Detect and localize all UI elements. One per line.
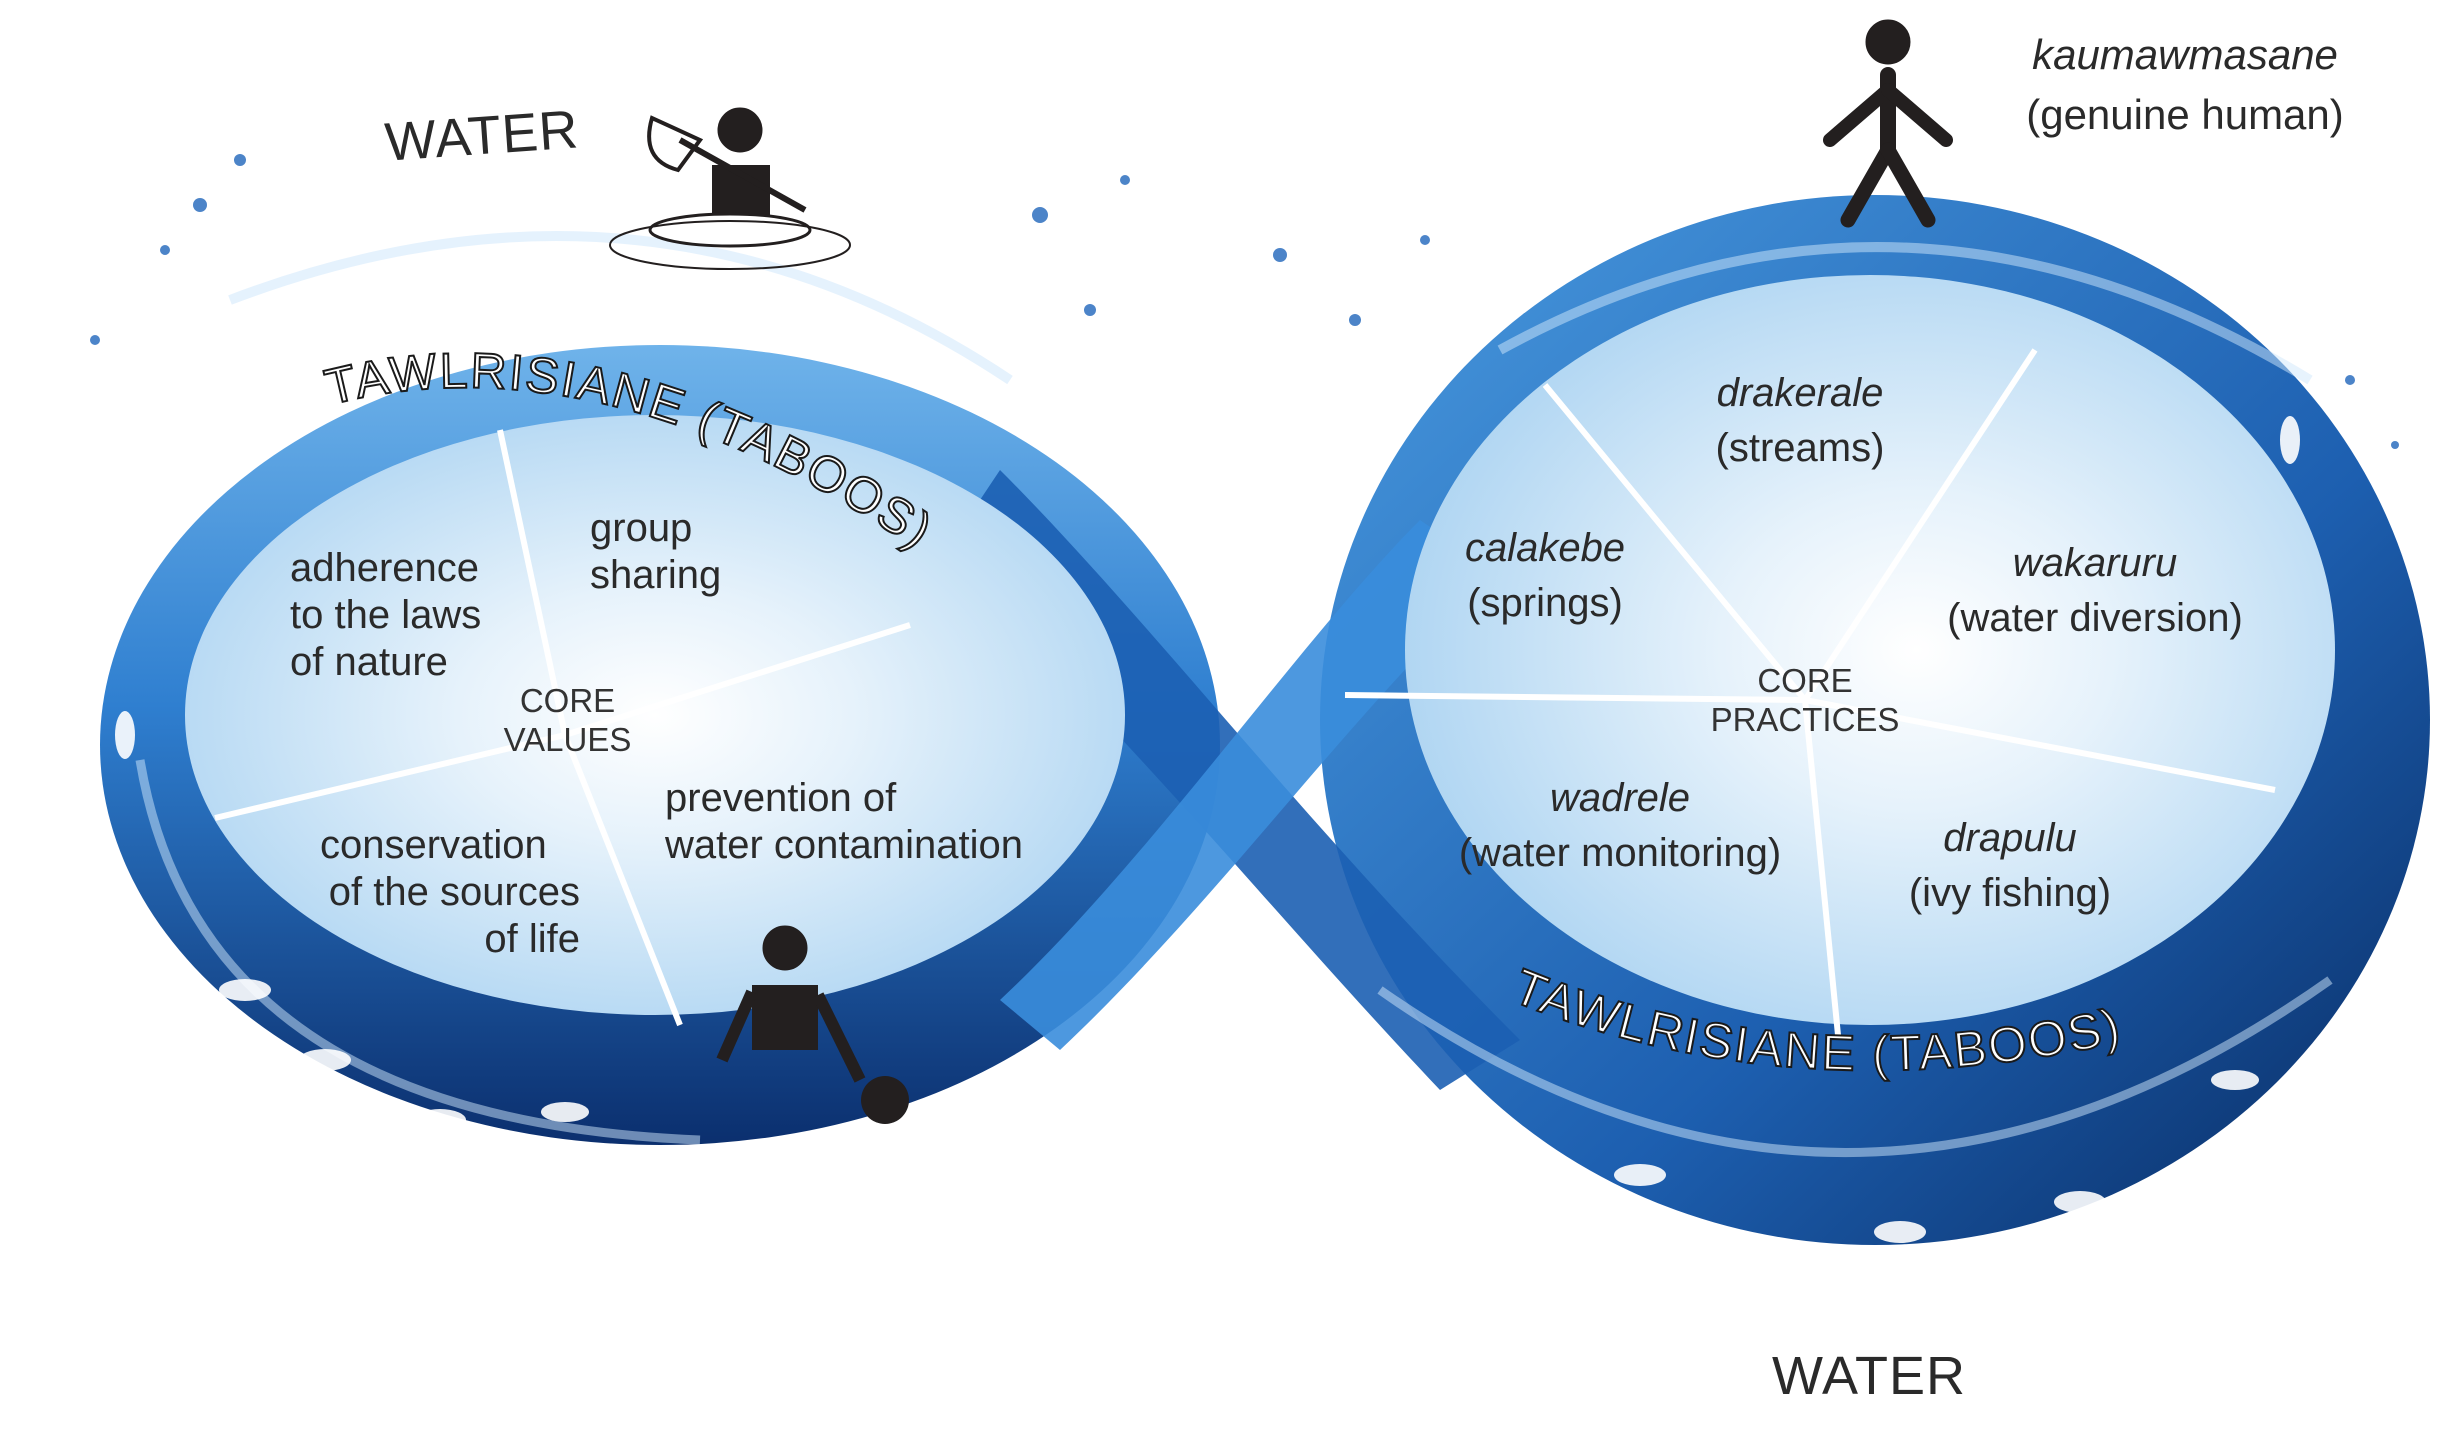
core-practices-center-line1: CORE (1757, 662, 1853, 699)
fish-icons (115, 416, 2300, 1243)
practice-wakaruru-name: wakaruru (2012, 541, 2178, 585)
value-prevention: prevention of water contamination (665, 775, 1023, 869)
core-values-dividers (214, 429, 911, 1027)
practice-wadrele-gloss: (water monitoring) (1458, 831, 1782, 876)
value-prevention-line1: prevention of (665, 776, 897, 820)
practice-drapulu: drapulu (ivy fishing) (1880, 815, 2140, 917)
value-conservation-line3: of life (484, 917, 580, 962)
practice-drakerale-name: drakerale (1716, 371, 1884, 415)
value-adherence-line1: adherence (290, 546, 480, 590)
value-prevention-line2: water contamination (665, 823, 1023, 868)
practice-drapulu-gloss: (ivy fishing) (1908, 871, 2112, 916)
practice-wakaruru-gloss: (water diversion) (1947, 596, 2243, 641)
practice-drapulu-name: drapulu (1943, 816, 2077, 860)
practice-calakebe: calakebe (springs) (1400, 525, 1690, 627)
practice-drakerale: drakerale (streams) (1650, 370, 1950, 472)
practice-drakerale-gloss: (streams) (1715, 426, 1885, 471)
practice-wakaruru: wakaruru (water diversion) (1920, 540, 2270, 642)
value-group-sharing-line1: group (590, 506, 693, 550)
human-label: kaumawmasane (genuine human) (1975, 30, 2395, 139)
core-practices-disc (1405, 275, 2335, 1025)
water-label-bottom: WATER (1772, 1346, 1966, 1406)
value-adherence: adherence to the laws of nature (290, 545, 481, 687)
core-values-center: CORE VALUES (480, 682, 655, 760)
water-label-top: WATER (383, 99, 581, 173)
core-values-center-line2: VALUES (503, 720, 632, 758)
core-practices-dividers (1344, 348, 2276, 1036)
practice-calakebe-name: calakebe (1464, 526, 1626, 570)
value-conservation-line2: of the sources (328, 870, 580, 915)
value-conservation-line1: conservation (320, 823, 547, 867)
value-group-sharing-line2: sharing (590, 553, 722, 598)
core-values-disc (185, 415, 1125, 1015)
practice-calakebe-gloss: (springs) (1467, 581, 1623, 626)
practice-wadrele: wadrele (water monitoring) (1430, 775, 1810, 877)
value-adherence-line2: to the laws (290, 593, 482, 638)
human-name: kaumawmasane (2032, 31, 2338, 78)
core-values-center-line1: CORE (519, 682, 616, 719)
core-practices-center-line2: PRACTICES (1710, 700, 1900, 738)
standing-human-icon (1823, 19, 1953, 228)
practice-wadrele-name: wadrele (1549, 776, 1691, 820)
human-gloss: (genuine human) (2026, 90, 2344, 138)
value-conservation: conservation of the sources of life (320, 822, 580, 964)
fisher-with-net-icon (609, 107, 851, 270)
value-group-sharing: group sharing (590, 505, 721, 599)
person-with-pot-icon (716, 925, 909, 1124)
core-practices-center: CORE PRACTICES (1690, 662, 1920, 740)
value-adherence-line3: of nature (290, 640, 448, 685)
